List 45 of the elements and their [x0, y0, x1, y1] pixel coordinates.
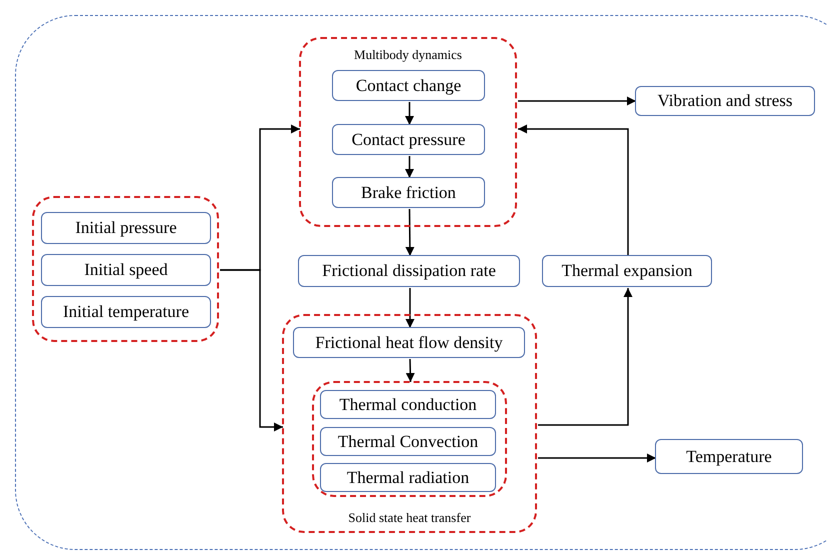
arrow — [405, 102, 414, 125]
process-box — [41, 296, 211, 328]
box-label: Frictional heat flow density — [314, 332, 504, 354]
process-box — [332, 124, 485, 155]
arrow — [538, 454, 656, 462]
group-frame — [299, 37, 517, 227]
arrow — [220, 269, 283, 432]
arrow — [518, 96, 636, 106]
box-label: Vibration and stress — [656, 90, 794, 112]
group-frame — [282, 314, 537, 533]
group-heading: Solid state heat transfer — [347, 508, 472, 526]
process-box — [41, 254, 211, 286]
box-label: Thermal expansion — [560, 260, 694, 282]
dashed-boundary — [15, 15, 827, 550]
group-frame — [32, 196, 219, 342]
process-box — [332, 177, 485, 208]
process-box — [320, 390, 496, 419]
group-frame — [312, 381, 507, 497]
process-box — [542, 255, 712, 287]
box-label: Initial pressure — [74, 217, 178, 240]
arrow — [406, 358, 415, 382]
process-box — [320, 463, 496, 492]
arrow — [518, 124, 629, 256]
group-heading: Multibody dynamics — [353, 46, 463, 64]
process-box — [635, 86, 815, 116]
process-box — [293, 327, 525, 358]
box-label: Initial speed — [83, 259, 169, 282]
box-label: Frictional dissipation rate — [321, 260, 497, 282]
box-label: Thermal Convection — [336, 430, 480, 453]
arrow — [538, 288, 632, 426]
box-label: Initial temperature — [62, 301, 190, 324]
process-box — [655, 439, 803, 474]
box-label: Contact change — [354, 74, 462, 97]
box-label: Thermal conduction — [338, 394, 478, 416]
arrow — [406, 288, 414, 328]
box-label: Contact pressure — [350, 128, 466, 151]
process-box — [320, 427, 496, 456]
process-box — [332, 70, 485, 101]
box-label: Temperature — [685, 446, 773, 468]
box-label: Thermal radiation — [346, 466, 470, 489]
arrow — [405, 209, 414, 256]
process-box — [298, 255, 520, 287]
process-box — [41, 212, 211, 244]
arrow — [405, 156, 414, 178]
box-label: Brake friction — [360, 182, 457, 204]
